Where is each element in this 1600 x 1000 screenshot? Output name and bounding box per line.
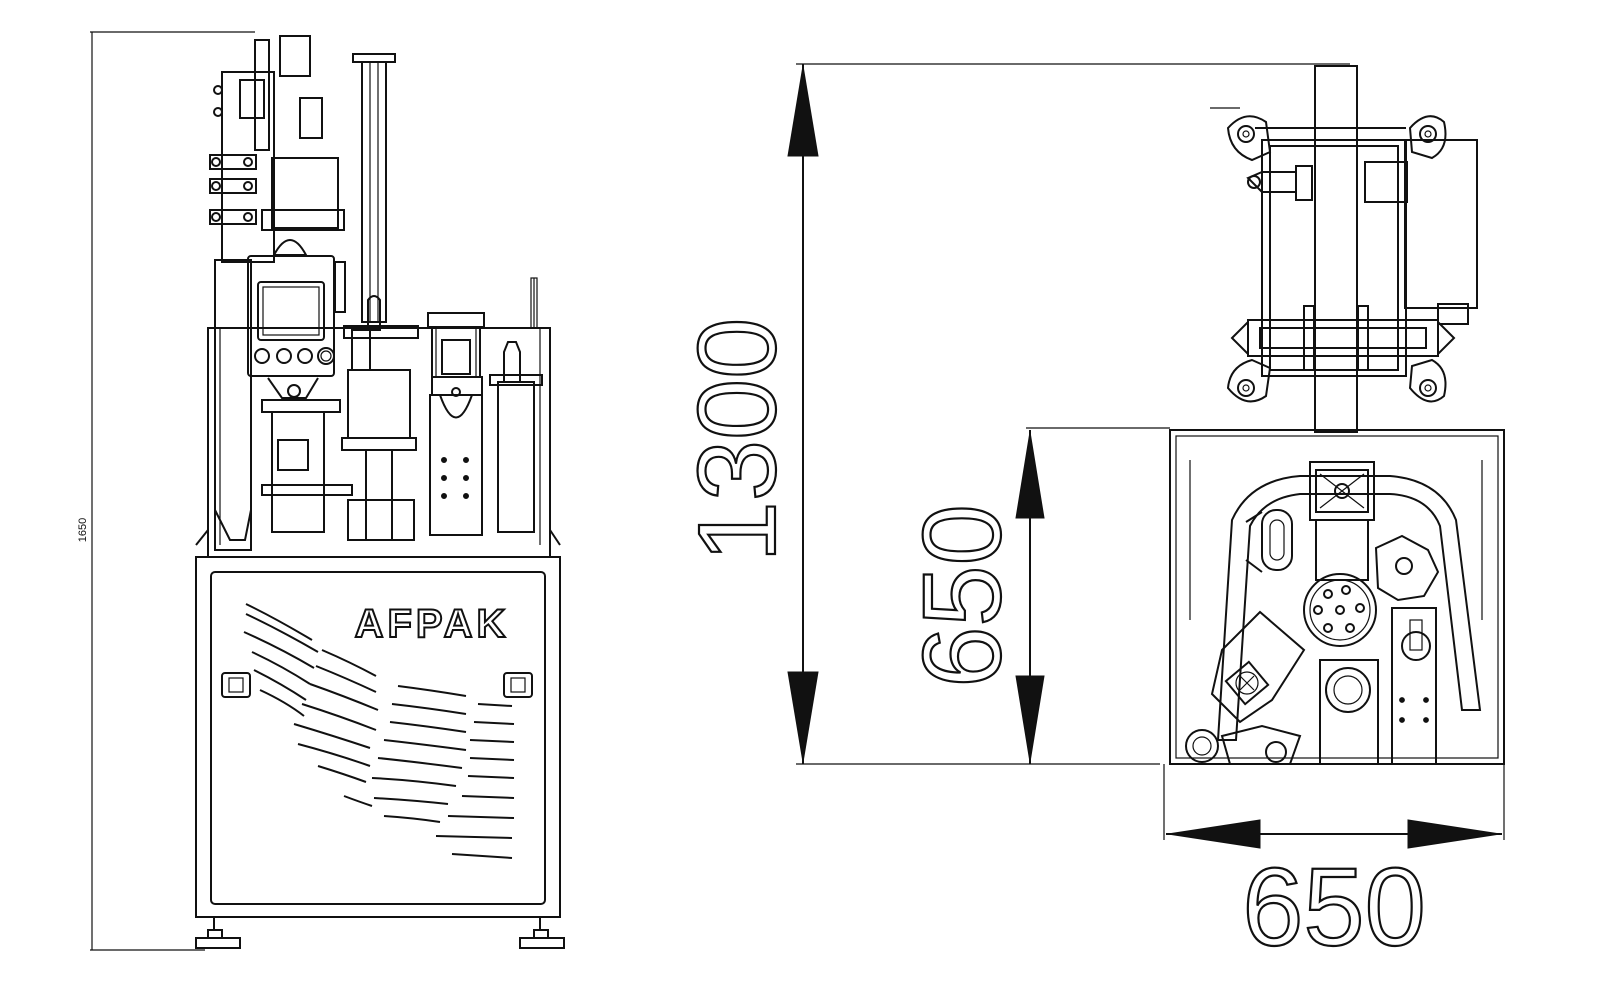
overall-depth-label: 1300 — [676, 318, 799, 563]
motor-assembly — [1185, 610, 1306, 765]
control-button-icon — [317, 347, 335, 365]
turret-disc — [1303, 573, 1377, 647]
right-mechanism — [427, 312, 543, 536]
vertical-rod — [352, 53, 396, 323]
brand-logo: AFPAK — [355, 602, 510, 646]
height-dimension-label: 1650 — [77, 518, 89, 542]
height-dimension: 1650 — [77, 31, 255, 951]
base-width-label: 650 — [1242, 846, 1426, 969]
central-rail — [1314, 65, 1358, 433]
control-panel — [247, 255, 346, 399]
control-button-icon — [276, 348, 292, 364]
base-cabinet: AFPAK — [195, 556, 561, 918]
hmi-screen — [257, 281, 325, 341]
overall-depth-dimension: 1300 — [675, 63, 1350, 765]
top-view: 1300 650 650 — [675, 63, 1505, 970]
center-mechanism — [261, 295, 419, 541]
control-button-icon — [297, 348, 313, 364]
feet — [195, 917, 565, 949]
base-depth-label: 650 — [901, 504, 1024, 688]
right-switch-icon — [503, 672, 533, 698]
upper-frame — [195, 277, 561, 558]
left-switch-icon — [221, 672, 251, 698]
mounting-plates — [1226, 115, 1447, 403]
fan-grille-icon — [1224, 660, 1270, 706]
upper-module — [1210, 107, 1478, 403]
left-column — [209, 35, 345, 551]
base-depth-dimension: 650 — [900, 427, 1170, 764]
vent-slots — [243, 603, 515, 859]
lower-base — [1169, 429, 1505, 765]
base-width-dimension: 650 — [1163, 764, 1505, 970]
control-button-icon — [254, 348, 270, 364]
front-view: 1650 AFPAK — [77, 31, 565, 951]
